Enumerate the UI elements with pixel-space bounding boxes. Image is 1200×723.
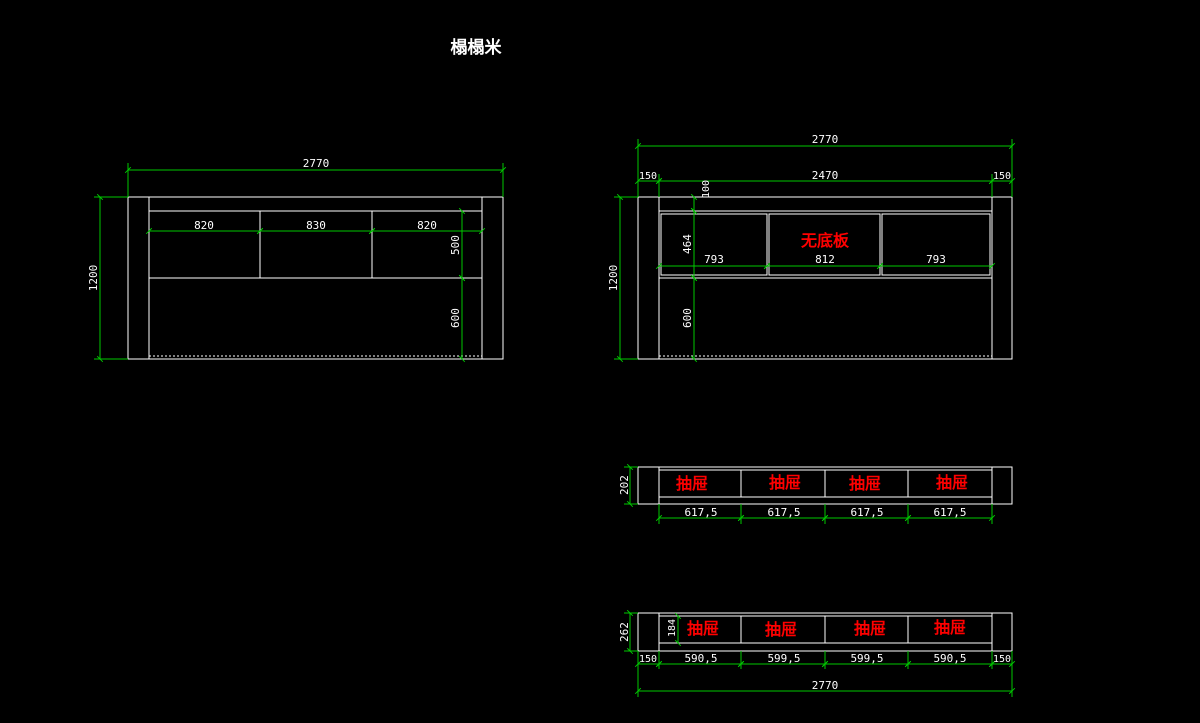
overall-width-label: 2770 [303,157,330,170]
upper-cell [660,213,768,276]
drawer-plan-1-dimensions: 202 617,5 617,5 617,5 617,5 [618,463,996,524]
cell-width-label: 793 [926,253,946,266]
left-side-label: 150 [639,171,657,182]
drawer-width-label: 599,5 [850,652,883,665]
inner-depth-label: 184 [667,619,678,637]
depth-label: 202 [618,475,631,495]
drawer-width-label: 617,5 [850,506,883,519]
drawer-label: 抽屉 [676,474,708,493]
height-label: 1200 [607,265,620,292]
drawing-title: 榻榻米 [451,37,503,58]
upper-height-label: 464 [681,234,694,254]
cell-width-label: 820 [417,219,437,232]
drawer-label: 抽屉 [765,620,797,639]
side-width-label: 150 [993,654,1011,665]
drawer-plan-1: 抽屉 抽屉 抽屉 抽屉 [637,466,1013,505]
upper-cell [768,213,881,276]
height-label: 1200 [87,265,100,292]
drawer-label: 抽屉 [769,473,801,492]
cell-width-label: 820 [194,219,214,232]
overall-width-label: 2770 [812,133,839,146]
drawer-plan-2-dimensions: 184 262 150 590,5 599,5 599,5 590,5 150 … [618,609,1016,697]
left-elevation [127,196,504,360]
side-width-label: 150 [639,654,657,665]
drawer-width-label: 617,5 [933,506,966,519]
cabinet-outline [637,196,1013,360]
drawer-label: 抽屉 [934,618,966,637]
drawer-label: 抽屉 [936,473,968,492]
depth-label: 262 [618,622,631,642]
inner-width-label: 2470 [812,169,839,182]
right-side-label: 150 [993,171,1011,182]
cabinet-outline [127,196,504,360]
cell-width-label: 793 [704,253,724,266]
right-elevation-dimensions: 2770 150 2470 150 1200 100 464 600 793 8… [607,133,1016,363]
top-board-label: 100 [701,180,712,198]
drawer-width-label: 617,5 [767,506,800,519]
drawer-width-label: 617,5 [684,506,717,519]
overall-width-label: 2770 [812,679,839,692]
upper-height-label: 500 [449,235,462,255]
drawer-label: 抽屉 [854,619,886,638]
cell-width-label: 812 [815,253,835,266]
upper-cell [881,213,991,276]
cell-width-label: 830 [306,219,326,232]
left-elevation-dimensions: 2770 1200 820 830 820 500 600 [87,157,507,363]
drawer-label: 抽屉 [687,619,719,638]
drawer-width-label: 590,5 [933,652,966,665]
no-bottom-board-note: 无底板 [800,231,850,250]
lower-height-label: 600 [449,308,462,328]
lower-height-label: 600 [681,308,694,328]
right-elevation: 无底板 [637,196,1013,360]
drawer-width-label: 590,5 [684,652,717,665]
drawer-width-label: 599,5 [767,652,800,665]
drawer-label: 抽屉 [849,474,881,493]
